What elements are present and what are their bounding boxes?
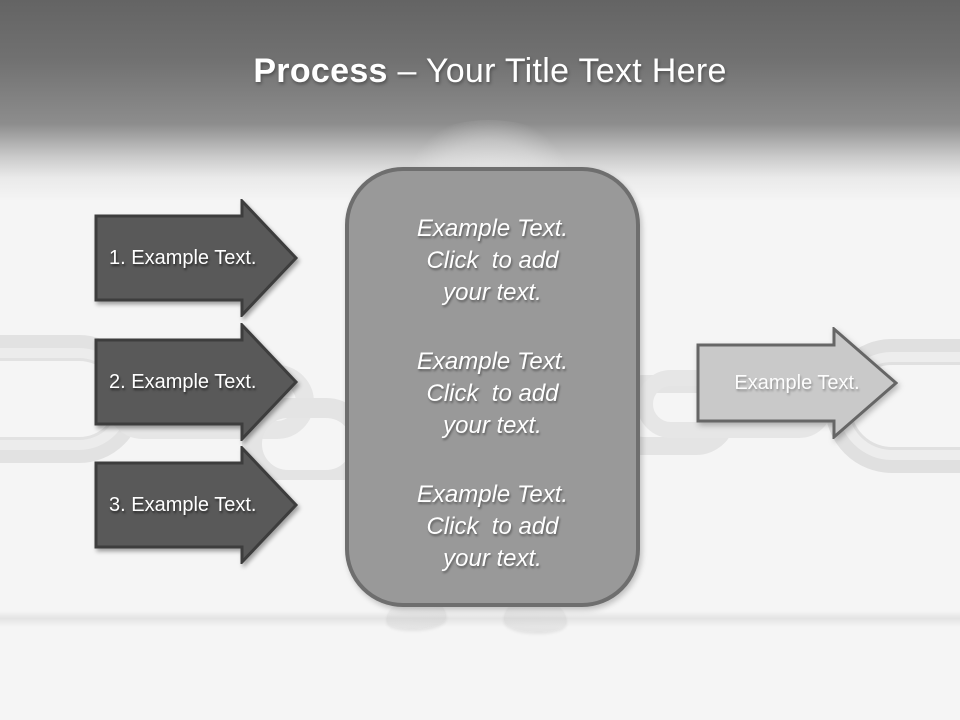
text-line: your text. [443,545,542,572]
text-line: Example Text. [416,215,569,242]
text-line: your text. [443,279,542,306]
text-line: Example Text. [416,348,569,375]
text-line: Click to add [426,513,559,540]
arrow-1-label: 1. Example Text. [109,246,257,269]
right-arrow-shape-icon [94,323,299,441]
text-block-1: Example Text. Click to add your text. [417,213,568,309]
output-arrow[interactable]: Example Text. [696,327,898,439]
text-line: Example Text. [416,481,569,508]
text-line: your text. [443,412,542,439]
output-arrow-label: Example Text. [734,371,860,394]
text-block-2: Example Text. Click to add your text. [417,346,568,442]
text-block-3: Example Text. Click to add your text. [417,479,568,575]
right-arrow-shape-icon [94,446,299,564]
slide-title[interactable]: Process – Your Title Text Here [20,52,960,91]
floor-shadow [0,611,960,627]
right-arrow-shape-icon [94,199,299,317]
right-arrow-shape-icon [696,327,898,439]
process-arrow-2[interactable]: 2. Example Text. [94,323,299,441]
text-line: Click to add [426,380,559,407]
slide-title-rest: – Your Title Text Here [387,52,727,90]
slide-title-bold: Process [253,52,388,90]
center-text-box[interactable]: Example Text. Click to add your text. Ex… [345,167,640,607]
arrow-2-label: 2. Example Text. [109,370,257,393]
process-arrow-1[interactable]: 1. Example Text. [94,199,299,317]
text-line: Click to add [426,247,559,274]
process-arrow-3[interactable]: 3. Example Text. [94,446,299,564]
arrow-3-label: 3. Example Text. [109,493,257,516]
